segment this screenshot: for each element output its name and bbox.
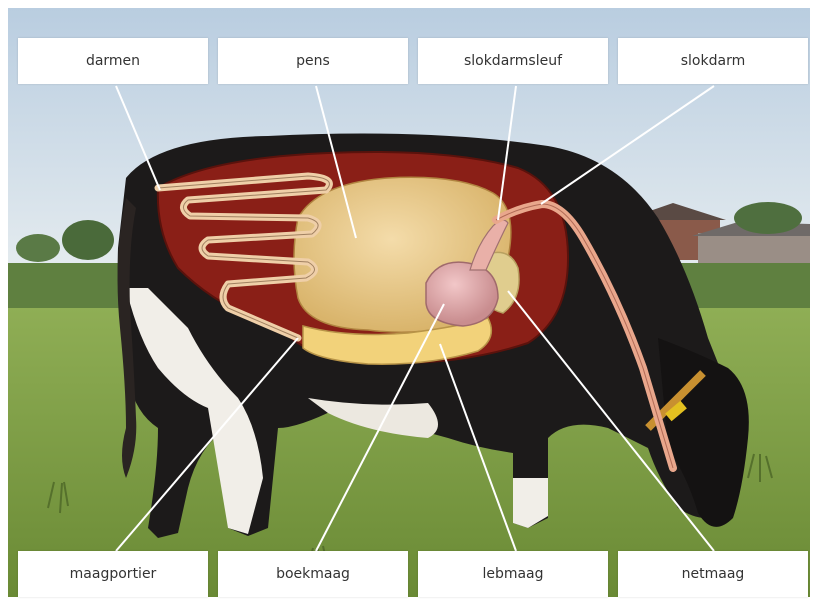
label-darmen: darmen: [18, 38, 208, 84]
label-maagportier: maagportier: [18, 551, 208, 597]
label-slokdarmsleuf: slokdarmsleuf: [418, 38, 608, 84]
label-boekmaag: boekmaag: [218, 551, 408, 597]
label-netmaag: netmaag: [618, 551, 808, 597]
label-lebmaag: lebmaag: [418, 551, 608, 597]
cow-stomach-scene: [8, 8, 810, 597]
label-pens: pens: [218, 38, 408, 84]
label-slokdarm: slokdarm: [618, 38, 808, 84]
